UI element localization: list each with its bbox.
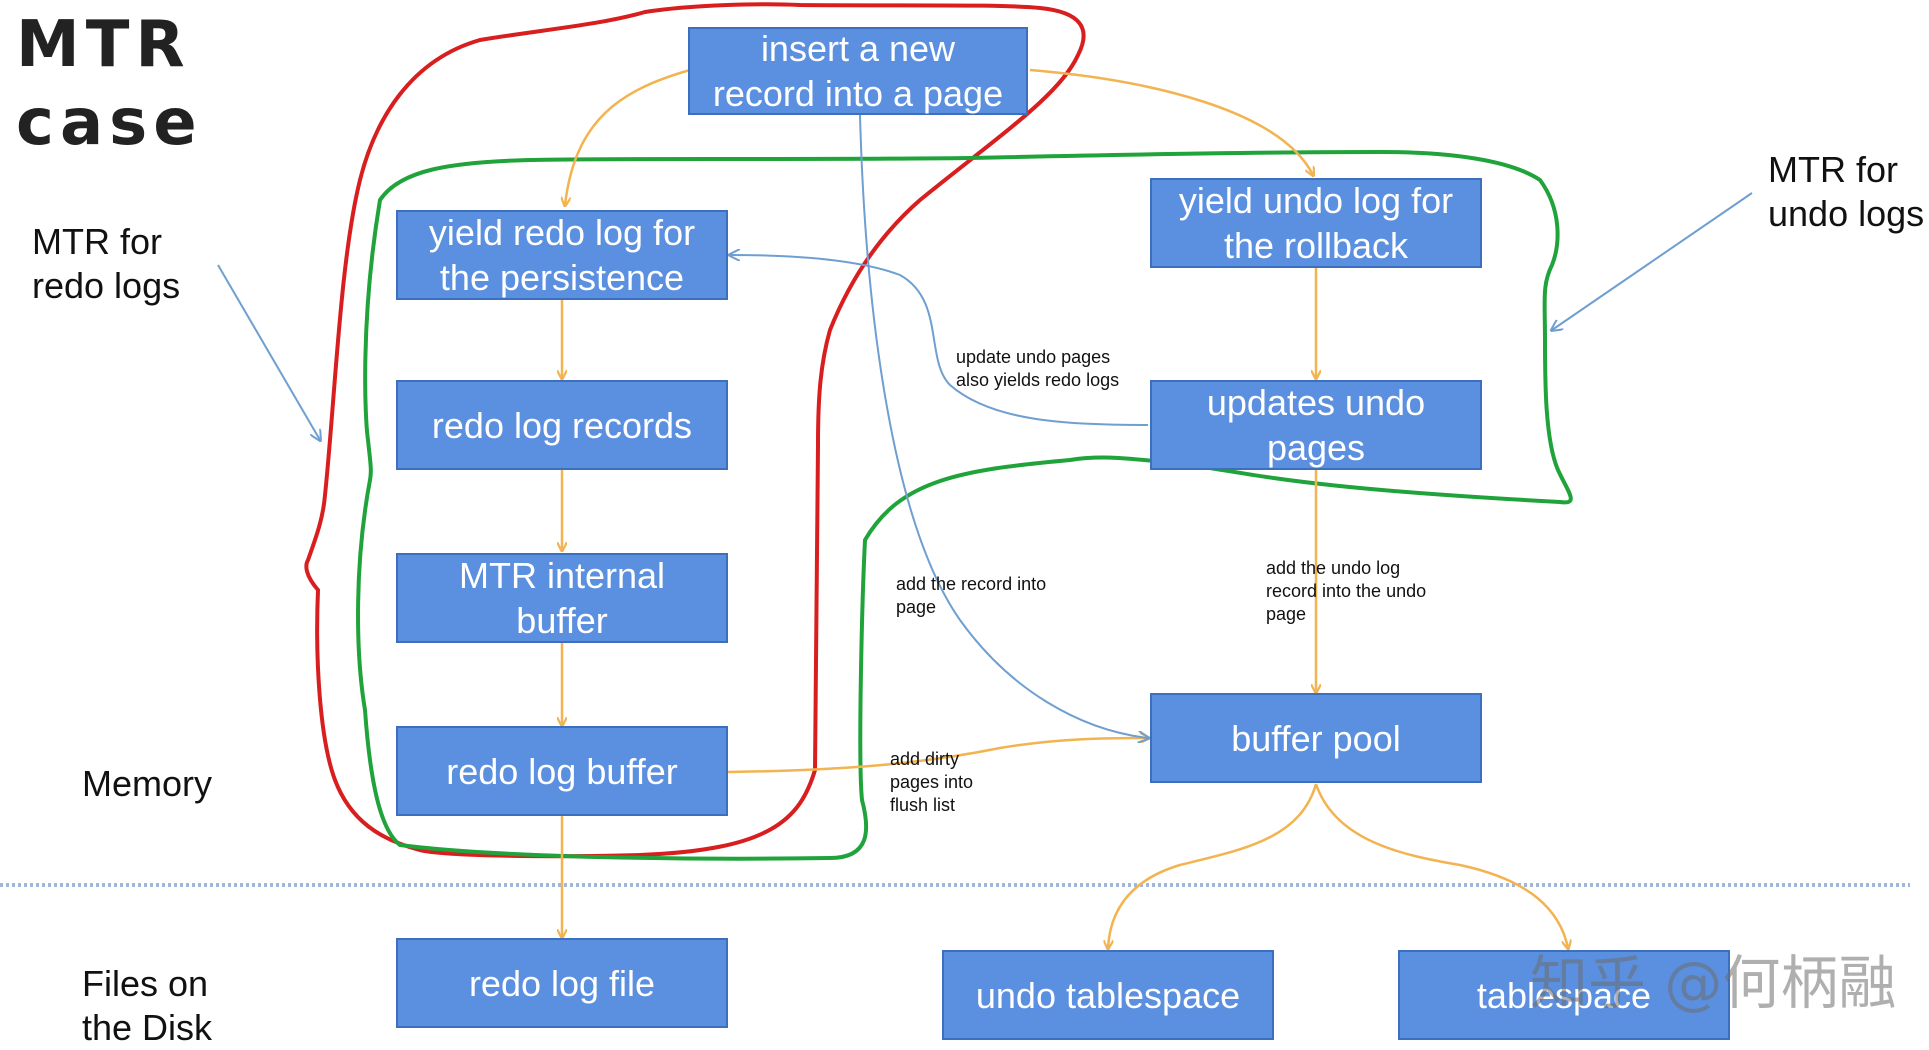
label-mtr-undo-logs: MTR for undo logs (1768, 148, 1924, 236)
title-line-1: MTR (16, 8, 191, 82)
box-tablespace-line-1: tablespace (1476, 974, 1652, 1016)
box-insert-record: insert a new record into a page (688, 27, 1028, 115)
arrow-redo-buffer-to-buffer-pool (727, 738, 1148, 774)
pointer-mtr-redo (217, 264, 320, 440)
box-yield-undo-line-1: yield undo log for (1178, 180, 1454, 221)
box-tablespace: tablespace (1398, 950, 1730, 1040)
box-yield-redo: yield redo log for the persistence (396, 210, 728, 300)
box-yield-undo: yield undo log for the rollback (1150, 178, 1482, 268)
box-updates-undo-line-2: pages (1266, 427, 1366, 468)
edge-label-update-undo: update undo pages also yields redo logs (956, 346, 1119, 392)
watermark: 知乎 @何柄融 (1530, 949, 1897, 1017)
box-redo-file-line-1: redo log file (468, 962, 656, 1004)
label-mtr-redo-logs: MTR for redo logs (32, 220, 180, 308)
box-redo-records-line-1: redo log records (431, 404, 693, 446)
label-memory: Memory (82, 763, 213, 804)
box-updates-undo-pages: updates undo pages (1150, 380, 1482, 470)
edge-label-add-record: add the record into page (896, 573, 1046, 619)
arrow-insert-to-yield-undo (1029, 68, 1313, 175)
arrow-buffer-pool-to-undo-tablespace (1108, 783, 1318, 948)
edge-label-add-undo-line-3: page (1266, 604, 1307, 624)
box-buffer-pool-line-1: buffer pool (1231, 717, 1401, 759)
box-mtr-buffer-line-1: MTR internal (458, 555, 666, 596)
edge-label-add-undo-line-2: record into the undo (1266, 581, 1427, 601)
box-mtr-internal-buffer: MTR internal buffer (396, 553, 728, 643)
box-updates-undo-line-1: updates undo (1206, 382, 1426, 423)
edge-label-add-dirty-line-2: pages into (890, 772, 974, 792)
label-mtr-undo-line-1: MTR for (1768, 149, 1898, 190)
box-yield-undo-line-2: the rollback (1223, 225, 1409, 266)
box-buffer-pool: buffer pool (1150, 693, 1482, 783)
box-yield-redo-line-1: yield redo log for (428, 212, 696, 253)
box-redo-log-file: redo log file (396, 938, 728, 1028)
box-undo-tablespace: undo tablespace (942, 950, 1274, 1040)
box-redo-buffer-line-1: redo log buffer (446, 750, 678, 792)
arrow-insert-to-yield-redo (565, 68, 691, 205)
label-mtr-undo-line-2: undo logs (1768, 193, 1925, 234)
arrow-updates-to-yield-redo (730, 255, 1149, 426)
pointer-mtr-undo (1552, 192, 1753, 330)
arrow-insert-to-buffer-pool (859, 114, 1148, 738)
label-mtr-redo-line-2: redo logs (32, 265, 181, 306)
arrow-buffer-pool-to-tablespace (1314, 783, 1568, 948)
box-undo-tablespace-line-1: undo tablespace (975, 974, 1241, 1016)
edge-label-update-undo-line-1: update undo pages (956, 347, 1111, 367)
box-redo-log-buffer: redo log buffer (396, 726, 728, 816)
page-title: MTR case (16, 6, 203, 162)
label-mtr-redo-line-1: MTR for (32, 221, 162, 262)
label-disk-line-1: Files on (82, 963, 209, 1004)
box-yield-redo-line-2: the persistence (439, 257, 685, 298)
box-mtr-buffer-line-2: buffer (516, 600, 608, 641)
edge-label-add-dirty-line-3: flush list (890, 795, 956, 815)
edge-label-update-undo-line-2: also yields redo logs (956, 370, 1120, 390)
edge-label-add-dirty: add dirty pages into flush list (890, 748, 973, 817)
label-disk-line-2: the Disk (82, 1007, 213, 1048)
edge-label-add-undo: add the undo log record into the undo pa… (1266, 557, 1426, 626)
edge-label-add-dirty-line-1: add dirty (890, 749, 960, 769)
box-insert-record-line-2: record into a page (712, 73, 1004, 114)
box-redo-log-records: redo log records (396, 380, 728, 470)
label-files-on-disk: Files on the Disk (82, 962, 212, 1050)
title-line-2: case (16, 86, 203, 160)
box-insert-record-line-1: insert a new (760, 28, 956, 69)
edge-label-add-record-line-1: add the record into (896, 574, 1047, 594)
edge-label-add-record-line-2: page (896, 597, 937, 617)
edge-label-add-undo-line-1: add the undo log (1266, 558, 1401, 578)
